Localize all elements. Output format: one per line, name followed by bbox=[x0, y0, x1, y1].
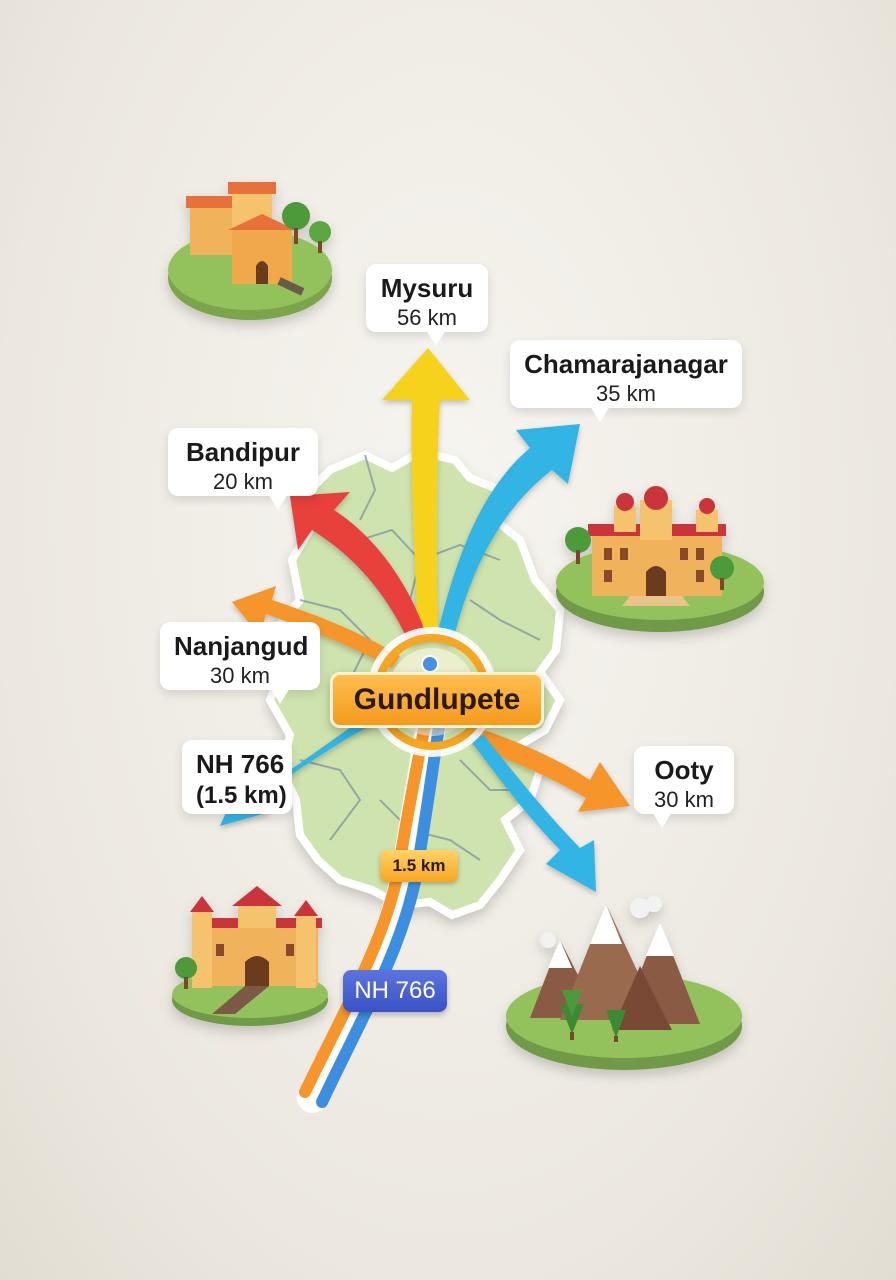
destination-name: Nanjangud bbox=[174, 631, 309, 661]
arrow-mysuru bbox=[382, 348, 470, 640]
destination-distance: 56 km bbox=[397, 305, 457, 330]
destination-distance: 30 km bbox=[210, 663, 270, 688]
center-town-name: Gundlupete bbox=[353, 683, 521, 716]
arrow-chamarajanagar bbox=[436, 424, 580, 645]
arrow-bandipur bbox=[290, 492, 428, 645]
fort-building-icon bbox=[168, 182, 332, 320]
mountains-icon bbox=[506, 896, 742, 1070]
palace-icon bbox=[556, 486, 764, 632]
callout-ooty[interactable]: Ooty 30 km bbox=[634, 746, 734, 828]
destination-name: Ooty bbox=[654, 755, 714, 785]
highway-distance-text: 1.5 km bbox=[392, 856, 446, 875]
center-pin-icon bbox=[421, 655, 439, 673]
temple-gate-icon bbox=[172, 886, 328, 1026]
callout-mysuru[interactable]: Mysuru 56 km bbox=[366, 264, 488, 346]
center-town-label[interactable]: Gundlupete bbox=[330, 672, 544, 728]
arrow-ooty-2 bbox=[470, 735, 596, 892]
highway-distance-chip: 1.5 km bbox=[380, 850, 458, 882]
destination-distance: 30 km bbox=[654, 787, 714, 812]
destination-distance: (1.5 km) bbox=[196, 782, 287, 809]
callout-bandipur[interactable]: Bandipur 20 km bbox=[168, 428, 318, 510]
highway-label-chip[interactable]: NH 766 bbox=[343, 970, 447, 1012]
callout-nh766[interactable]: NH 766 (1.5 km) bbox=[182, 740, 292, 814]
destination-distance: 35 km bbox=[596, 381, 656, 406]
destination-name: Chamarajanagar bbox=[524, 349, 728, 379]
arrow-ooty bbox=[472, 728, 630, 812]
callout-chamarajanagar[interactable]: Chamarajanagar 35 km bbox=[510, 340, 742, 422]
destination-name: NH 766 bbox=[196, 749, 285, 779]
destination-name: Bandipur bbox=[185, 437, 301, 467]
highway-label-text: NH 766 bbox=[354, 977, 436, 1004]
destination-name: Mysuru bbox=[380, 273, 474, 303]
destination-distance: 20 km bbox=[213, 469, 273, 494]
callout-nanjangud[interactable]: Nanjangud 30 km bbox=[160, 622, 320, 704]
